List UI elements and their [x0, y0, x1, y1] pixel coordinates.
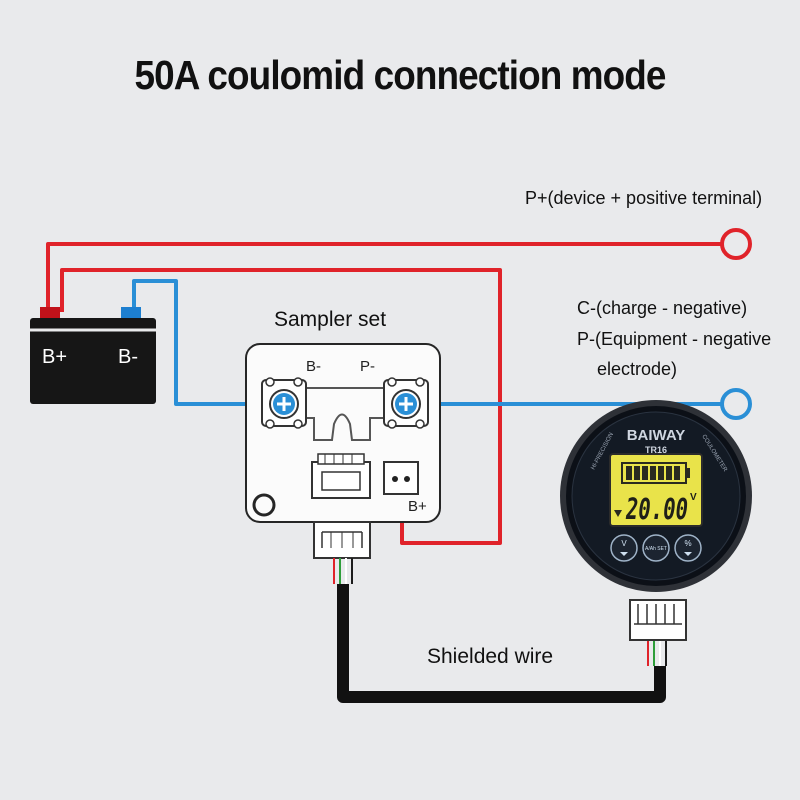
- c-minus-label: C-(charge - negative): [577, 298, 748, 318]
- voltage-button-label: V: [621, 539, 627, 548]
- shielded-wire: [337, 584, 666, 703]
- left-screw-terminal: [261, 377, 307, 429]
- right-screw-terminal: [383, 377, 429, 429]
- sampler-plug: [313, 521, 371, 584]
- meter-reading: 20.00: [625, 492, 688, 526]
- positive-wire: [46, 242, 722, 545]
- board-p-minus-label: P-: [360, 358, 375, 375]
- meter-plug: [629, 599, 687, 666]
- coulometer-meter: BAIWAY TR16 HI-PRECISION COULOMETER 20.0…: [560, 400, 752, 592]
- percent-button[interactable]: [674, 534, 702, 562]
- meter-model: TR16: [645, 445, 667, 455]
- page-title: 50A coulomid connection mode: [134, 52, 666, 98]
- set-button-label: A/Ah SET: [645, 546, 667, 552]
- battery-level-icon: [621, 462, 690, 484]
- p-plus-label: P+(device + positive terminal): [525, 188, 763, 208]
- sampler-board: B- P- B+: [245, 343, 441, 523]
- trend-down-icon: [614, 510, 622, 517]
- shielded-wire-label: Shielded wire: [427, 645, 554, 668]
- percent-button-label: %: [684, 539, 691, 548]
- battery-positive-label: B+: [42, 346, 67, 368]
- electrode-label: electrode): [597, 359, 678, 379]
- voltage-button[interactable]: [610, 534, 638, 562]
- board-b-plus-label: B+: [408, 498, 427, 515]
- p-minus-label: P-(Equipment - negative: [577, 329, 772, 349]
- battery: B+ B-: [30, 307, 156, 404]
- board-b-minus-label: B-: [306, 358, 321, 375]
- board-signal-header: [311, 453, 371, 499]
- meter-unit: V: [690, 492, 697, 503]
- meter-brand: BAIWAY: [627, 427, 686, 444]
- board-b-plus-connector: [383, 461, 419, 495]
- battery-negative-label: B-: [118, 346, 138, 368]
- meter-buttons: V A/Ah SET %: [610, 534, 702, 562]
- p-plus-terminal-ring: [720, 228, 752, 260]
- sampler-set-label: Sampler set: [274, 308, 387, 331]
- p-minus-terminal-ring: [720, 388, 752, 420]
- set-button[interactable]: [642, 534, 670, 562]
